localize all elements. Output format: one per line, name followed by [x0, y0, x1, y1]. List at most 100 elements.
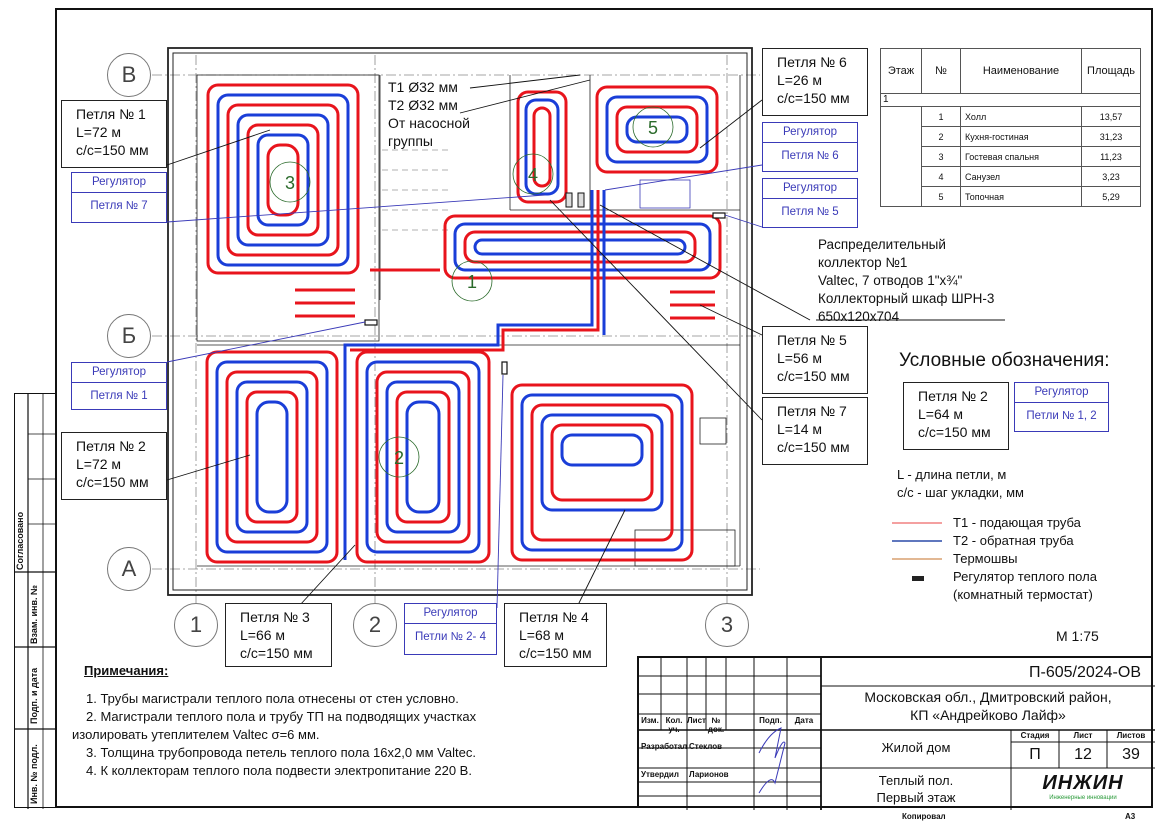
legend-swatches — [892, 522, 942, 581]
legend-sample-loop: Петля № 2 L=64 м с/с=150 мм — [903, 382, 1009, 450]
loop-7-pipes — [516, 90, 568, 204]
regulator-target: Петли № 2- 4 — [415, 631, 486, 643]
legend-item-return: Т2 - обратная труба — [953, 533, 1074, 548]
floor-value: 1 — [880, 93, 1141, 107]
loop-3-pipes — [355, 350, 491, 564]
leader-lines — [166, 74, 811, 606]
room-marker: 4 — [528, 165, 538, 185]
regulator-target: Петля № 7 — [90, 200, 148, 212]
regulator-marks — [364, 212, 726, 375]
developed-name: Стеклов — [689, 742, 723, 751]
approved-name: Ларионов — [689, 770, 729, 779]
legend-items: Т1 - подающая труба Т2 - обратная труба … — [953, 514, 1097, 604]
regulator-box-loop-1: Регулятор Петля № 1 — [71, 362, 167, 410]
loop-step: с/с=150 мм — [519, 645, 592, 661]
loop-title: Петля № 2 — [76, 438, 146, 454]
notes-block: Примечания: 1. Трубы магистрали теплого … — [72, 662, 632, 780]
scale-label: M 1:75 — [1056, 628, 1099, 644]
regulator-title: Регулятор — [72, 363, 166, 383]
legend-title: Условные обозначения: — [899, 350, 1110, 371]
regulator-title: Регулятор — [763, 179, 857, 199]
loop-4-pipes — [510, 383, 694, 562]
loop-1-pipes — [206, 83, 360, 275]
note-item: 3. Толщина трубопровода петель теплого п… — [86, 745, 476, 760]
supply-from: группы — [388, 133, 433, 149]
loop-length: L=56 м — [777, 350, 823, 366]
note-item: изолировать утеплителем Valtec σ=6 мм. — [72, 727, 320, 742]
thermostat-icon — [912, 576, 924, 581]
side-stamp-strip: Согласовано Взам. инв. № Подп. и дата Ин… — [14, 393, 57, 809]
room-markers — [269, 106, 674, 478]
legend-def-l: L - длина петли, м — [897, 467, 1007, 482]
loop-label-1: Петля № 1 L=72 м с/с=150 мм — [61, 100, 167, 168]
building-name: Жилой дом — [881, 740, 951, 755]
loop-step: с/с=150 мм — [777, 368, 850, 384]
stamp-col-header: Дата — [794, 716, 814, 725]
room-marker: 3 — [285, 173, 295, 193]
regulator-target: Петля № 6 — [781, 150, 839, 162]
approved-label: Утвердил — [641, 770, 679, 779]
loop-title: Петля № 4 — [519, 609, 589, 625]
document-code: П-605/2024-ОВ — [1028, 664, 1141, 681]
notes-heading: Примечания: — [84, 663, 169, 678]
loop-step: с/с=150 мм — [777, 90, 850, 106]
collector-note-line: 650х120х704 — [818, 309, 900, 324]
regulator-box-loop-6: Регулятор Петля № 6 — [762, 122, 858, 172]
loop-title: Петля № 3 — [240, 609, 310, 625]
project-location: Московская обл., Дмитровский район, КП «… — [864, 689, 1112, 723]
axis-bubble-col: 2 — [353, 603, 397, 647]
note-item: 1. Трубы магистрали теплого пола отнесен… — [86, 691, 459, 706]
regulator-title: Регулятор — [72, 173, 166, 193]
loop-length: L=72 м — [76, 456, 122, 472]
axis-bubble-row: А — [107, 547, 151, 591]
stage-label: Стадия — [1020, 731, 1050, 740]
axis-bubble-row: В — [107, 53, 151, 97]
loop-length: L=68 м — [519, 627, 565, 643]
room-marker-labels: 1 2 3 4 5 — [285, 118, 658, 468]
stamp-grid — [639, 658, 1155, 810]
loop-title: Петля № 7 — [777, 403, 847, 419]
collector — [565, 192, 585, 208]
loop-label-7: Петля № 7 L=14 м с/с=150 мм — [762, 397, 868, 465]
regulator-box-loop-5: Регулятор Петля № 5 — [762, 178, 858, 228]
note-item: 2. Магистрали теплого пола и трубу ТП на… — [86, 709, 477, 724]
loop-title: Петля № 1 — [76, 106, 146, 122]
legend-def-cc: с/с - шаг укладки, мм — [897, 485, 1024, 500]
regulator-title: Регулятор — [763, 123, 857, 143]
header-name: Наименование — [960, 48, 1082, 94]
stamp-col-header: Изм. — [641, 716, 659, 725]
sheet-format: А3 — [1125, 812, 1136, 821]
stamp-col-header: Лист — [687, 716, 706, 725]
legend-item-supply: Т1 - подающая труба — [953, 515, 1081, 530]
drawing-frame — [55, 8, 1153, 808]
main-trunk — [343, 190, 606, 560]
loop-length: L=72 м — [76, 124, 122, 140]
loop-title: Петля № 6 — [777, 54, 847, 70]
stamp-col-header: Кол. уч. — [665, 716, 683, 734]
axis-bubble-col: 3 — [705, 603, 749, 647]
room-marker: 5 — [648, 118, 658, 138]
side-strip-grid — [15, 394, 57, 809]
collector-note-line: коллектор №1 — [818, 255, 908, 270]
axis-bubble-row: Б — [107, 314, 151, 358]
regulator-box-loops-2-4: Регулятор Петли № 2- 4 — [404, 603, 497, 655]
sheet-value: 12 — [1074, 746, 1092, 763]
regulator-box-loop-7: Регулятор Петля № 7 — [71, 172, 167, 223]
loop-label-3: Петля № 3 L=66 м с/с=150 мм — [225, 603, 332, 667]
supply-t2: Т2 Ø32 мм — [388, 97, 458, 113]
header-no: № — [921, 48, 961, 94]
loop-step: с/с=150 мм — [777, 439, 850, 455]
legend-item-thermostat-2: (комнатный термостат) — [953, 587, 1093, 602]
loop-step: с/с=150 мм — [76, 142, 149, 158]
regulator-leaders — [166, 164, 763, 609]
collector-note-line: Распределительный — [818, 237, 946, 252]
header-floor: Этаж — [880, 48, 922, 94]
company-logo: ИНЖИН Инженерные инновации — [1042, 772, 1124, 801]
loop-title: Петля № 5 — [777, 332, 847, 348]
loop-length: L=66 м — [240, 627, 286, 643]
rooms-table-header: Этаж № Наименование Площадь — [880, 48, 1141, 94]
